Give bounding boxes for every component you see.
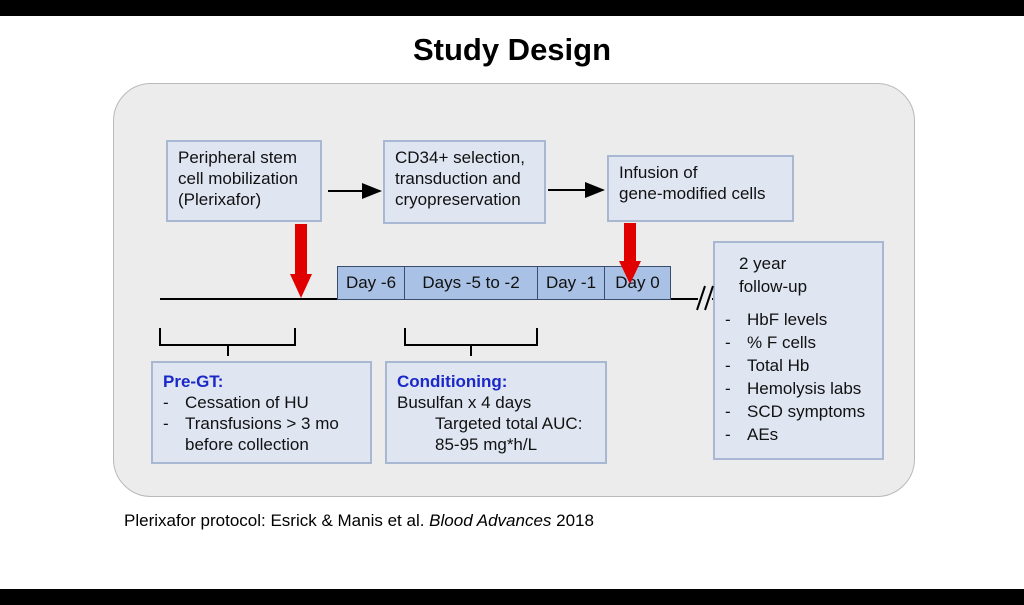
followup-item: -HbF levels [725, 310, 828, 329]
followup-item-text: % F cells [747, 333, 816, 352]
timeline-days-minus5-to-minus2: Days -5 to -2 [404, 266, 538, 300]
mobilization-line-1: Peripheral stem [178, 148, 298, 167]
infusion-line-1: Infusion of [619, 163, 698, 182]
mobilization-box: Peripheral stem cell mobilization (Pleri… [166, 140, 322, 222]
conditioning-line-1: Busulfan x 4 days [397, 393, 532, 412]
red-down-arrow-infusion [619, 223, 641, 284]
brace-conditioning [404, 328, 538, 356]
citation-prefix: Plerixafor protocol: Esrick & Manis et a… [124, 511, 430, 530]
pre-gt-item: -Transfusions > 3 mo [163, 414, 339, 433]
followup-heading-line-1: 2 year [739, 254, 787, 273]
slide-title: Study Design [412, 32, 612, 67]
mobilization-line-2: cell mobilization [178, 169, 298, 188]
brace-pre-gt [159, 328, 296, 356]
citation-year: 2018 [551, 511, 594, 530]
timeline-line-left [160, 298, 338, 300]
followup-item-text: HbF levels [747, 310, 828, 329]
pre-gt-item-text: Cessation of HU [185, 393, 309, 412]
pre-gt-box: Pre-GT: -Cessation of HU -Transfusions >… [151, 361, 372, 464]
timeline-day-minus1: Day -1 [537, 266, 605, 300]
followup-item: -Total Hb [725, 356, 810, 375]
timeline-line-middle [670, 298, 698, 300]
conditioning-heading: Conditioning: [397, 372, 508, 391]
infusion-box: Infusion of gene-modified cells [607, 155, 794, 222]
selection-line-1: CD34+ selection, [395, 148, 525, 167]
followup-item: -AEs [725, 425, 779, 444]
timeline-break-marks [696, 285, 714, 311]
citation-journal: Blood Advances [429, 511, 552, 530]
followup-item: -Hemolysis labs [725, 379, 862, 398]
citation-footer: Plerixafor protocol: Esrick & Manis et a… [124, 511, 594, 531]
followup-item: -% F cells [725, 333, 816, 352]
conditioning-box: Conditioning: Busulfan x 4 days Targeted… [385, 361, 607, 464]
timeline-day0: Day 0 [604, 266, 671, 300]
pre-gt-item: -Cessation of HU [163, 393, 309, 412]
selection-line-3: cryopreservation [395, 190, 521, 209]
selection-box: CD34+ selection, transduction and cryopr… [383, 140, 546, 224]
followup-item-text: Hemolysis labs [747, 379, 862, 398]
mobilization-line-3: (Plerixafor) [178, 190, 262, 209]
followup-box: 2 year follow-up -HbF levels -% F cells … [713, 241, 884, 460]
followup-item: -SCD symptoms [725, 402, 866, 421]
red-down-arrow-mobilization [290, 224, 312, 298]
followup-item-text: AEs [747, 425, 779, 444]
followup-item-text: SCD symptoms [747, 402, 866, 421]
selection-line-2: transduction and [395, 169, 521, 188]
pre-gt-item-text: Transfusions > 3 mo [185, 414, 339, 433]
conditioning-line-3: 85-95 mg*h/L [435, 435, 538, 454]
followup-heading-line-2: follow-up [739, 277, 808, 296]
pre-gt-heading: Pre-GT: [163, 372, 224, 391]
timeline-day-minus6: Day -6 [337, 266, 405, 300]
pre-gt-item-continuation: before collection [185, 435, 309, 454]
followup-item-text: Total Hb [747, 356, 810, 375]
conditioning-line-2: Targeted total AUC: [435, 414, 583, 433]
infusion-line-2: gene-modified cells [619, 184, 766, 203]
